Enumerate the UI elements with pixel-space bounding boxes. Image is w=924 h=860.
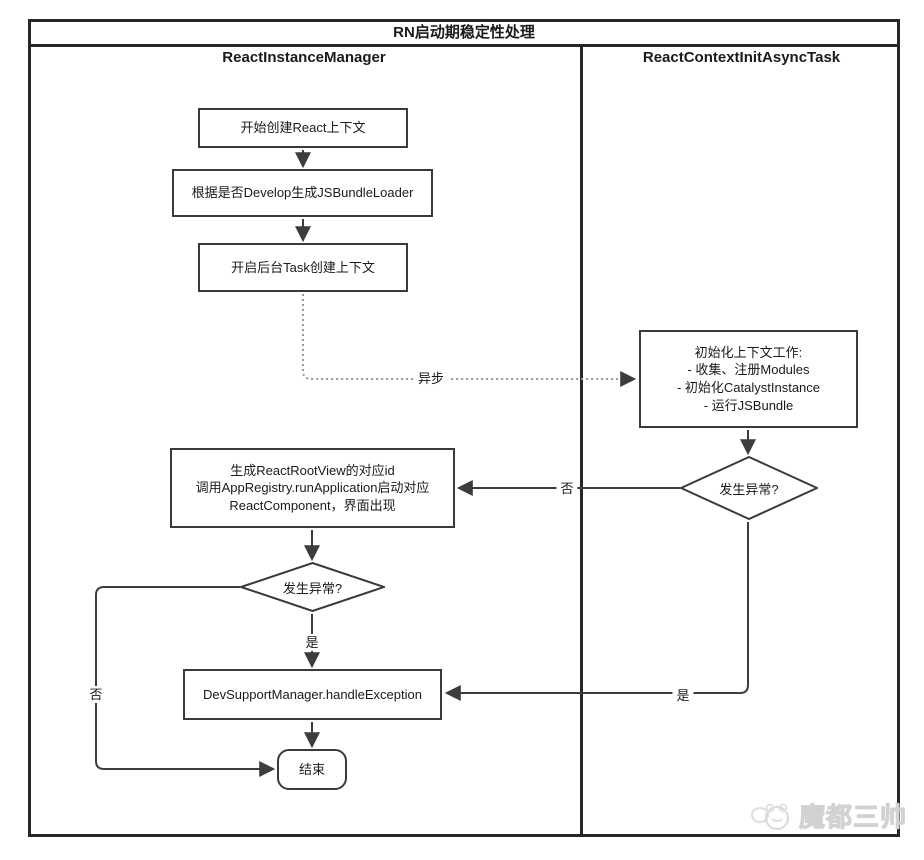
diagram-title: RN启动期稳定性处理: [28, 19, 900, 47]
watermark-text: 魔都三帅: [798, 802, 908, 833]
decision-diamond-shape: [680, 456, 818, 520]
decision-label: 发生异常?: [719, 481, 779, 497]
node-handle-exception: DevSupportManager.handleException: [183, 669, 442, 720]
node-start-create-context: 开始创建React上下文: [198, 108, 408, 148]
lane-header-react-instance-manager: ReactInstanceManager: [222, 49, 386, 66]
decision-exception-left: 发生异常?: [240, 562, 385, 612]
lane-header-react-context-init-async-task: ReactContextInitAsyncTask: [642, 49, 841, 66]
decision-exception-right: 发生异常?: [680, 456, 818, 520]
edge-label-no-left: 否: [85, 686, 107, 703]
decision-diamond-shape: [240, 562, 385, 612]
node-generate-jsbundleloader: 根据是否Develop生成JSBundleLoader: [172, 169, 433, 217]
node-init-context-work: 初始化上下文工作: - 收集、注册Modules - 初始化CatalystIn…: [639, 330, 858, 428]
edge-label-yes-left: 是: [301, 634, 323, 651]
node-generate-reactrootview: 生成ReactRootView的对应id 调用AppRegistry.runAp…: [170, 448, 455, 528]
diagram-frame: [28, 19, 900, 837]
edge-label-yes-right: 是: [672, 687, 694, 704]
node-start-background-task: 开启后台Task创建上下文: [198, 243, 408, 292]
node-end-terminator: 结束: [277, 749, 347, 790]
edge-label-async: 异步: [413, 370, 449, 387]
decision-label: 发生异常?: [282, 580, 343, 596]
watermark: 魔都三帅: [750, 797, 907, 834]
edge-label-no-right: 否: [556, 480, 578, 497]
swimlane-divider: [580, 47, 583, 837]
watermark-logo-icon: [751, 803, 789, 830]
